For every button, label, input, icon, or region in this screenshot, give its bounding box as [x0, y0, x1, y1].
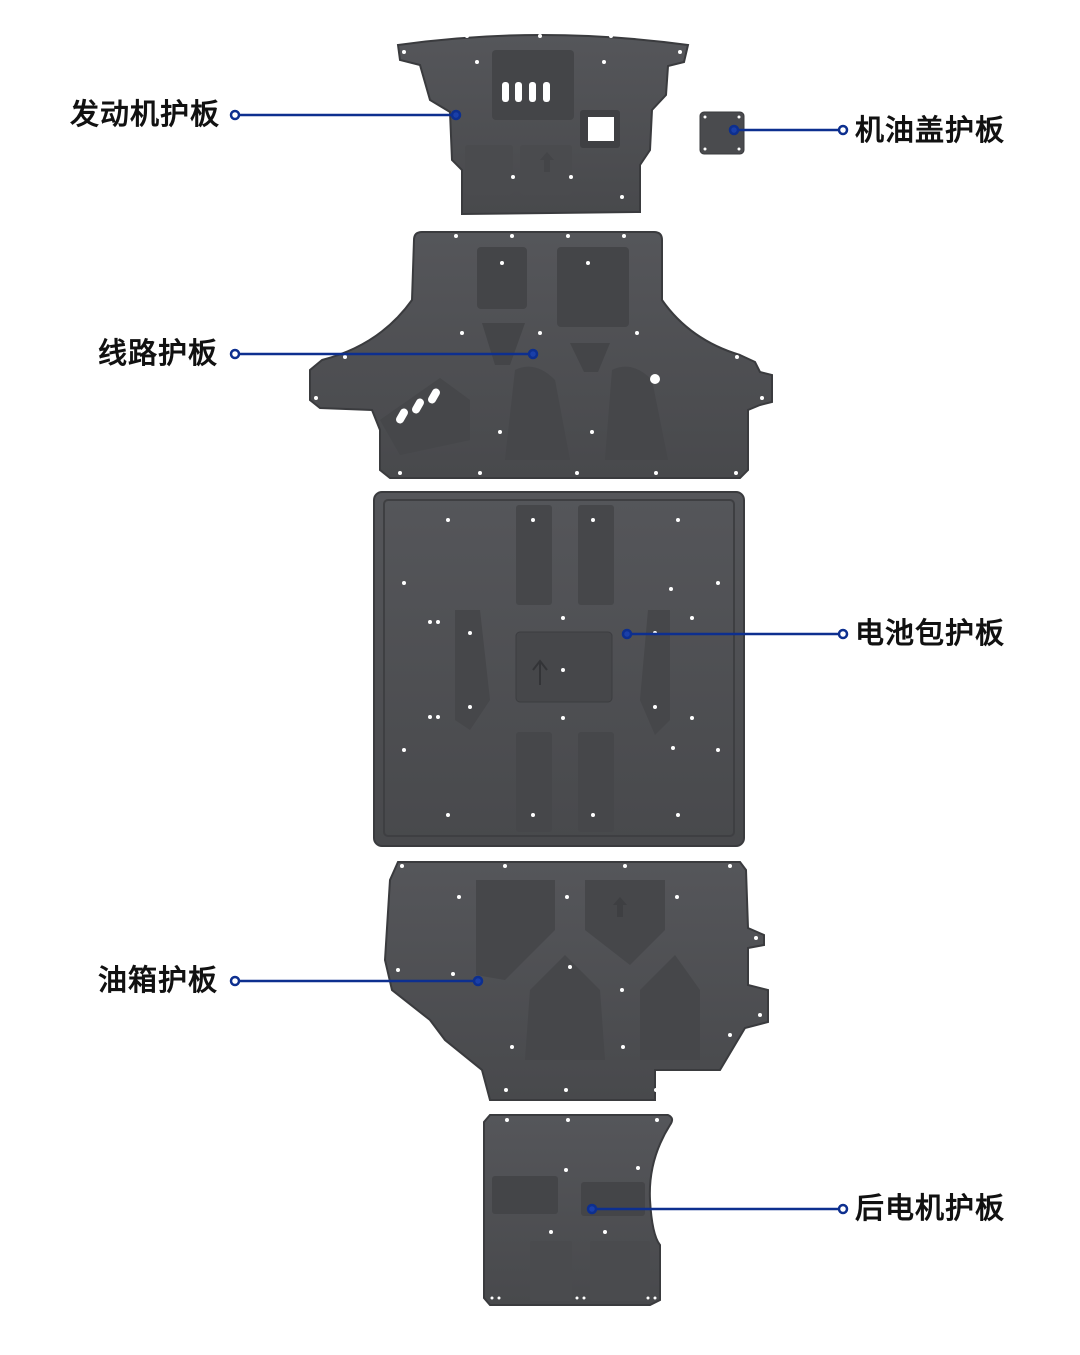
label-fuel-tank-guard: 油箱护板 — [98, 963, 219, 997]
engine-guard-panel — [396, 34, 690, 216]
callout-lines — [229, 109, 849, 1215]
label-oil-cap-guard: 机油盖护板 — [855, 113, 1006, 147]
label-engine-guard: 发动机护板 — [70, 97, 221, 131]
battery-guard-panel — [373, 491, 745, 847]
label-battery-guard: 电池包护板 — [855, 616, 1006, 650]
label-rear-motor-guard: 后电机护板 — [855, 1191, 1006, 1225]
label-wiring-guard: 线路护板 — [98, 336, 219, 370]
fuel-tank-guard-panel — [383, 861, 769, 1101]
rear-motor-guard-panel — [483, 1114, 674, 1306]
wiring-guard-panel — [309, 231, 773, 479]
oil-cap-guard-panel — [699, 111, 745, 155]
